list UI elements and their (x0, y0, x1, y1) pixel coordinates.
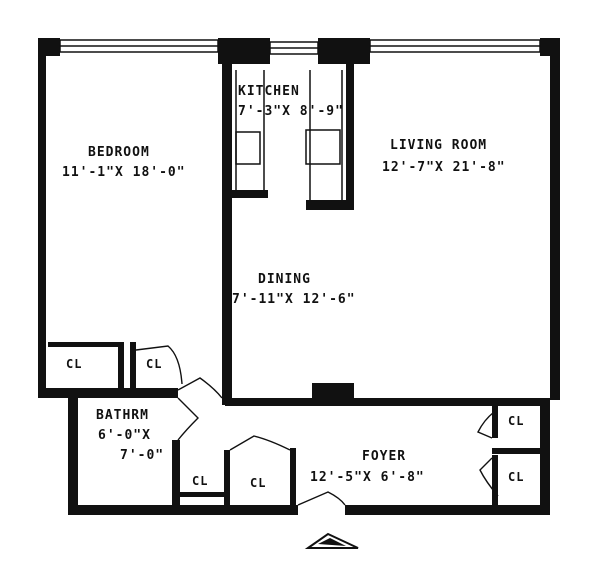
cl-wall-b (118, 342, 124, 390)
bath-right-wall (172, 440, 180, 510)
foyer-top-wall (225, 398, 545, 406)
closet-label: CL (66, 357, 83, 371)
closet-label: CL (192, 474, 209, 488)
closet-label: CL (508, 470, 525, 484)
top-wall-middle-right (318, 38, 370, 64)
left-wall (38, 38, 46, 398)
foyer-cl1-door-swing (477, 411, 495, 439)
foyer-cl2-door-swing (479, 457, 499, 497)
kitchen-fixtures (235, 70, 343, 200)
bath-left-wall (68, 398, 78, 513)
kitchen-dims: 7'-3"X 8'-9" (238, 104, 344, 119)
bath-door-swing (177, 397, 199, 441)
bedroom-cl2-door-swing (135, 345, 183, 385)
foyer-dims: 12'-5"X 6'-8" (310, 470, 425, 485)
stove-icon (235, 131, 261, 165)
foyer-cl-wall-2 (492, 455, 498, 507)
windows (59, 39, 541, 55)
hall-cl-bottom (178, 492, 228, 497)
hall-closet-door-swing (229, 435, 291, 451)
bedroom-dims: 11'-1"X 18'-0" (62, 165, 186, 180)
foyer-cl-mid (492, 448, 544, 454)
right-wall (550, 38, 560, 400)
bedroom-door-swing (177, 377, 223, 399)
hall-cl-right (290, 448, 296, 510)
cl-wall-a (48, 342, 120, 347)
closet-label: CL (250, 476, 267, 490)
kitchen-name: KITCHEN (238, 84, 300, 99)
foyer-right-wall (540, 398, 550, 515)
hall-cl-divider (224, 450, 230, 512)
bathroom-dims-1: 6'-0"X (98, 428, 151, 443)
walls (38, 38, 560, 515)
bedroom-name: BEDROOM (88, 145, 150, 160)
bottom-wall-right (345, 505, 550, 515)
kitchen-right-wall (346, 50, 354, 210)
entry-door-swing (297, 491, 346, 506)
bathroom-name: BATHRM (96, 408, 149, 423)
bath-top-wall (38, 388, 178, 398)
living-room-name: LIVING ROOM (390, 138, 488, 153)
foyer-name: FOYER (362, 449, 407, 464)
kitchen-wall-right (306, 200, 354, 210)
closet-label: CL (508, 414, 525, 428)
dining-name: DINING (258, 272, 311, 287)
dining-dims: 7'-11"X 12'-6" (232, 292, 356, 307)
living-room-dims: 12'-7"X 21'-8" (382, 160, 506, 175)
bathroom-dims-2: 7'-0" (120, 448, 165, 463)
compass-icon (304, 532, 359, 549)
bottom-wall-left (68, 505, 298, 515)
partition-wall (222, 50, 232, 405)
doors (135, 345, 499, 506)
kitchen-wall-left (232, 190, 268, 198)
sink-icon (305, 129, 341, 165)
cl-wall-c (130, 342, 136, 390)
closet-label: CL (146, 357, 163, 371)
foyer-cl-wall-1 (492, 398, 498, 438)
